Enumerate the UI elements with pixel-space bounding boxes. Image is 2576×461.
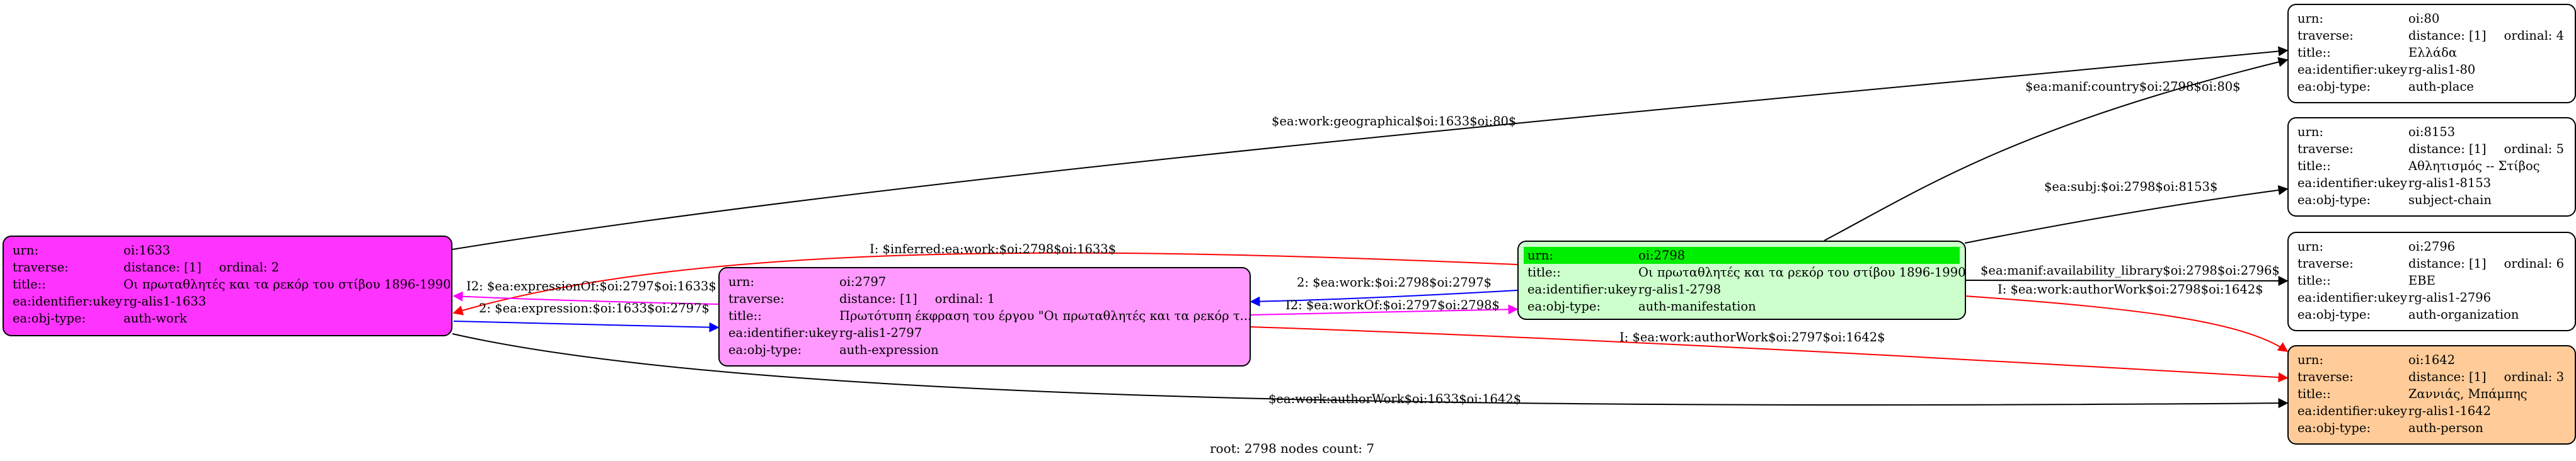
- graph-footer: root: 2798 nodes count: 7: [1210, 441, 1375, 456]
- edge-label-2798-2796: $ea:manif:availability_library$oi:2798$o…: [1981, 263, 2280, 278]
- edge-label-2798-1642: I: $ea:work:authorWork$oi:2798$oi:1642$: [1998, 282, 2263, 297]
- edge-2798-1633: [452, 252, 1518, 316]
- row-urn: urn:oi:1633: [13, 243, 171, 258]
- row-urn: urn:oi:2797: [728, 275, 887, 289]
- row-type: ea:obj-type:auth-manifestation: [1527, 299, 1756, 314]
- row-urn: urn:oi:80: [2297, 11, 2440, 26]
- edge-2798-8153: [1964, 185, 2289, 244]
- row-title: title::ΕΒΕ: [2297, 273, 2435, 288]
- node-2797[interactable]: urn:oi:2797 traverse:distance: [1]ordina…: [718, 267, 1251, 367]
- edge-label-1633-1642: $ea:work:authorWork$oi:1633$oi:1642$: [1268, 392, 1521, 406]
- row-urn: urn:oi:1642: [2297, 353, 2456, 367]
- edge-label-2797-2798: I2: $ea:workOf:$oi:2797$oi:2798$: [1285, 298, 1500, 312]
- row-title: title::Οι πρωταθλητές και τα ρεκόρ του σ…: [13, 277, 451, 292]
- edge-2797-1642: [1250, 326, 2289, 383]
- node-2798[interactable]: urn:oi:2798 title::Οι πρωταθλητές και τα…: [1517, 241, 1966, 320]
- row-title: title::Οι πρωταθλητές και τα ρεκόρ του σ…: [1527, 265, 1966, 280]
- row-type: ea:obj-type:auth-organization: [2297, 307, 2519, 322]
- row-type: ea:obj-type:auth-work: [13, 311, 187, 326]
- row-title: title::Ζαννιάς, Μπάμπης: [2297, 387, 2527, 401]
- row-title: title::Αθλητισμός -- Στίβος: [2297, 159, 2540, 173]
- edge-1633-80: [452, 46, 2289, 250]
- edge-2797-2798: [1250, 304, 1519, 316]
- edge-label-1633-2797: 2: $ea:expression:$oi:1633$oi:2797$: [479, 301, 710, 316]
- node-80[interactable]: urn:oi:80 traverse:distance: [1]ordinal:…: [2287, 4, 2576, 103]
- edge-label-2798-8153: $ea:subj:$oi:2798$oi:8153$: [2044, 179, 2217, 194]
- row-traverse: traverse:distance: [1]ordinal: 1: [728, 292, 995, 306]
- node-8153[interactable]: urn:oi:8153 traverse:distance: [1]ordina…: [2287, 117, 2576, 217]
- row-title: title::Πρωτότυπη έκφραση του έργου "Οι π…: [728, 309, 1252, 323]
- edge-1633-1642: [452, 333, 2289, 409]
- row-type: ea:obj-type:auth-place: [2297, 79, 2474, 94]
- row-type: ea:obj-type:auth-person: [2297, 421, 2483, 435]
- edge-2798-2797: [1250, 290, 1518, 307]
- row-urn: urn:oi:2798: [1524, 247, 1960, 264]
- edge-2798-80: [1824, 57, 2289, 241]
- row-traverse: traverse:distance: [1]ordinal: 3: [2297, 370, 2564, 384]
- row-type: ea:obj-type:auth-expression: [728, 343, 939, 357]
- edge-2797-1633: [452, 291, 719, 305]
- row-urn: urn:oi:2796: [2297, 239, 2456, 254]
- node-1642[interactable]: urn:oi:1642 traverse:distance: [1]ordina…: [2287, 345, 2576, 445]
- edge-label-2798-80: $ea:manif:country$oi:2798$oi:80$: [2025, 79, 2241, 94]
- edge-2798-2796: [1964, 275, 2289, 286]
- edge-2798-1642: [1964, 295, 2289, 352]
- edge-label-1633-80: $ea:work:geographical$oi:1633$oi:80$: [1272, 114, 1516, 128]
- edge-label-2798-1633: I: $inferred:ea:work:$oi:2798$oi:1633$: [870, 242, 1116, 256]
- node-1633[interactable]: urn:oi:1633 traverse:distance: [1]ordina…: [3, 236, 452, 336]
- edge-label-2798-2797: 2: $ea:work:$oi:2798$oi:2797$: [1297, 275, 1492, 290]
- edge-label-2797-1633: I2: $ea:expressionOf:$oi:2797$oi:1633$: [466, 279, 716, 293]
- row-traverse: traverse:distance: [1]ordinal: 4: [2297, 28, 2564, 43]
- row-traverse: traverse:distance: [1]ordinal: 5: [2297, 142, 2564, 156]
- node-2796[interactable]: urn:oi:2796 traverse:distance: [1]ordina…: [2287, 232, 2576, 331]
- row-type: ea:obj-type:subject-chain: [2297, 193, 2492, 207]
- row-urn: urn:oi:8153: [2297, 125, 2456, 139]
- edge-1633-2797: [453, 321, 720, 333]
- edge-label-2797-1642: I: $ea:work:authorWork$oi:2797$oi:1642$: [1619, 330, 1885, 344]
- row-title: title::Ελλάδα: [2297, 45, 2458, 60]
- row-traverse: traverse:distance: [1]ordinal: 6: [2297, 256, 2564, 271]
- row-traverse: traverse:distance: [1]ordinal: 2: [13, 260, 279, 275]
